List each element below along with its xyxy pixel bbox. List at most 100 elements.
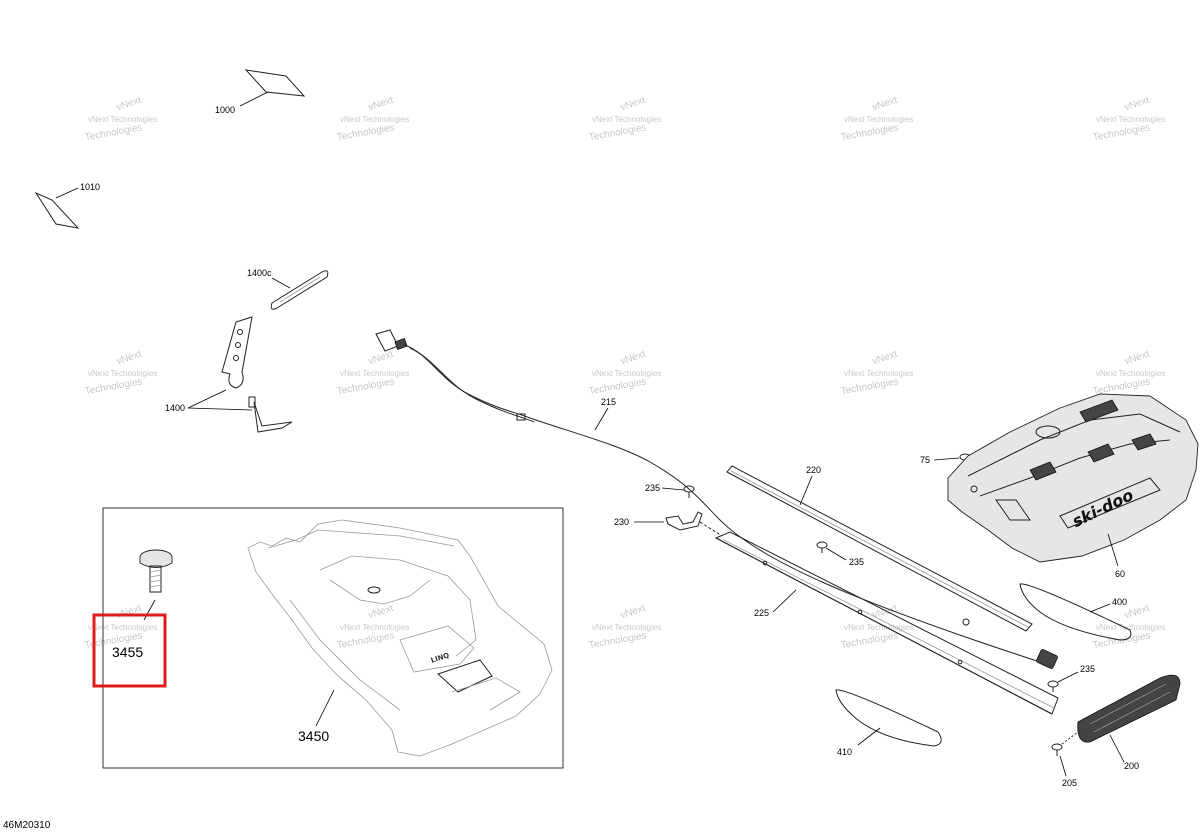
watermark: vNext vNext Technologies Technologies [1092,603,1165,651]
svg-text:vNext Technologies: vNext Technologies [88,623,157,632]
svg-text:Technologies: Technologies [336,630,395,651]
svg-text:vNext: vNext [619,603,647,621]
part-3455-knob[interactable] [139,549,173,593]
part-230-clip[interactable] [665,511,723,537]
callout-220[interactable]: 220 [806,465,821,475]
svg-text:vNext Technologies: vNext Technologies [844,115,913,124]
part-1400c-strap[interactable] [270,270,329,310]
callout-1400[interactable]: 1400 [165,403,185,413]
watermark: vNext vNext Technologies Technologies [336,603,409,651]
svg-text:vNext Technologies: vNext Technologies [1096,369,1165,378]
svg-text:vNext: vNext [367,349,395,367]
watermark: vNext vNext Technologies Technologies [840,603,913,651]
watermark: vNext vNext Technologies Technologies [840,349,913,397]
part-220-rail[interactable] [726,465,1033,632]
svg-text:vNext: vNext [367,95,395,113]
svg-text:Technologies: Technologies [1092,122,1151,143]
watermark: vNext vNext Technologies Technologies [588,349,661,397]
part-1400-tool[interactable] [221,316,293,433]
watermark: vNext vNext Technologies Technologies [588,603,661,651]
svg-text:vNext: vNext [115,349,143,367]
inset-box: 3455 LINQ 3450 [92,507,564,769]
part-205-screw[interactable] [1051,731,1079,756]
callout-225[interactable]: 225 [754,608,769,618]
callout-235-b[interactable]: 235 [849,557,864,567]
part-215-cable[interactable] [375,329,1041,663]
svg-text:vNext: vNext [1123,95,1151,113]
callout-3450[interactable]: 3450 [298,728,329,744]
callout-235-c[interactable]: 235 [1080,664,1095,674]
part-200-taillight[interactable] [1077,674,1181,743]
linq-badge: LINQ [430,651,450,664]
svg-text:Technologies: Technologies [1092,630,1151,651]
svg-text:vNext Technologies: vNext Technologies [340,369,409,378]
callout-60[interactable]: 60 [1115,569,1125,579]
document-code: 46M20310 [3,820,51,831]
svg-text:vNext Technologies: vNext Technologies [844,369,913,378]
svg-text:Technologies: Technologies [840,630,899,651]
svg-text:vNext Technologies: vNext Technologies [592,623,661,632]
callout-1010[interactable]: 1010 [80,182,100,192]
part-3450-cover[interactable]: LINQ [247,519,553,757]
svg-text:vNext Technologies: vNext Technologies [592,369,661,378]
svg-text:Technologies: Technologies [840,376,899,397]
svg-text:vNext: vNext [115,603,143,621]
watermark: vNext vNext Technologies Technologies [840,95,913,143]
part-1000-decal[interactable] [244,69,306,97]
part-235-screw-a[interactable] [683,485,695,498]
callout-400[interactable]: 400 [1112,597,1127,607]
callout-1000[interactable]: 1000 [215,105,235,115]
callout-230[interactable]: 230 [614,517,629,527]
callout-75[interactable]: 75 [920,455,930,465]
callout-200[interactable]: 200 [1124,761,1139,771]
svg-text:vNext Technologies: vNext Technologies [1096,623,1165,632]
watermark: vNext vNext Technologies Technologies [588,95,661,143]
callout-1400c[interactable]: 1400c [247,268,272,278]
svg-text:Technologies: Technologies [588,630,647,651]
svg-text:vNext: vNext [871,95,899,113]
part-60-rear-rack[interactable]: ski-doo [947,393,1199,563]
svg-text:Technologies: Technologies [336,122,395,143]
svg-text:vNext: vNext [619,95,647,113]
svg-text:vNext: vNext [619,349,647,367]
part-215-connector [1036,649,1058,669]
watermark: vNext vNext Technologies Technologies [336,95,409,143]
watermark: vNext vNext Technologies Technologies [1092,349,1165,397]
svg-text:vNext: vNext [367,603,395,621]
watermark: vNext vNext Technologies Technologies [336,349,409,397]
svg-text:vNext: vNext [115,95,143,113]
svg-text:vNext Technologies: vNext Technologies [592,115,661,124]
svg-text:Technologies: Technologies [336,376,395,397]
svg-text:vNext Technologies: vNext Technologies [1096,115,1165,124]
callout-235-a[interactable]: 235 [645,483,660,493]
callout-215[interactable]: 215 [601,397,616,407]
callout-205[interactable]: 205 [1062,778,1077,788]
svg-text:vNext: vNext [871,349,899,367]
svg-text:vNext Technologies: vNext Technologies [340,115,409,124]
svg-text:Technologies: Technologies [84,122,143,143]
svg-text:Technologies: Technologies [84,376,143,397]
svg-text:vNext: vNext [1123,349,1151,367]
svg-text:Technologies: Technologies [588,122,647,143]
watermark: vNext vNext Technologies Technologies [84,95,157,143]
highlight-box [92,613,167,688]
part-410-reflector[interactable] [835,689,942,747]
svg-text:vNext Technologies: vNext Technologies [88,369,157,378]
svg-text:Technologies: Technologies [588,376,647,397]
callout-3455[interactable]: 3455 [112,644,143,660]
callout-410[interactable]: 410 [837,747,852,757]
svg-text:vNext Technologies: vNext Technologies [340,623,409,632]
part-235-screw-c[interactable] [1047,680,1059,692]
watermarks: vNext vNext Technologies Technologies vN… [84,95,1165,651]
svg-text:vNext Technologies: vNext Technologies [88,115,157,124]
svg-text:vNext: vNext [1123,603,1151,621]
watermark: vNext vNext Technologies Technologies [1092,95,1165,143]
part-235-screw-b[interactable] [816,541,828,553]
part-1010-decal[interactable] [34,191,80,229]
part-225-plate[interactable] [714,531,1059,715]
watermark: vNext vNext Technologies Technologies [84,349,157,397]
part-400-reflector[interactable] [1019,583,1132,641]
svg-text:Technologies: Technologies [840,122,899,143]
svg-text:vNext Technologies: vNext Technologies [844,623,913,632]
